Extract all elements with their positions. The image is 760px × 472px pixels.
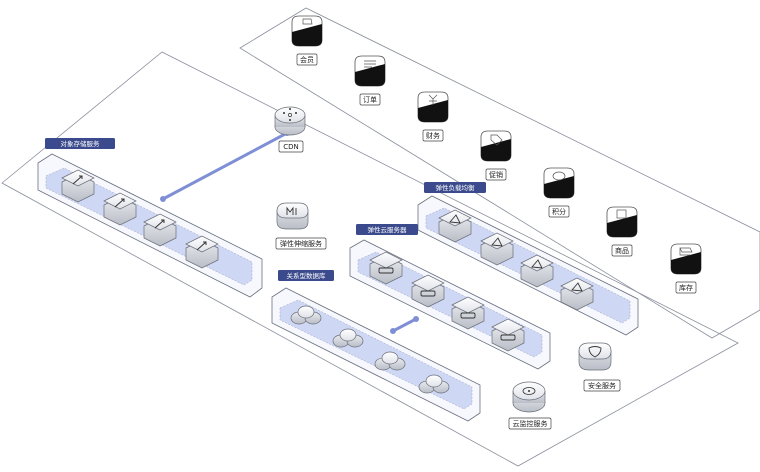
autoscaling-node: 弹性伸缩服务: [275, 202, 327, 250]
storage-node: [103, 192, 137, 226]
module-order: 订单: [354, 55, 386, 106]
product-icon: [616, 209, 627, 219]
module-points: 积分: [543, 167, 575, 218]
load-balancer-node: [560, 277, 594, 311]
load-balancer-node: [480, 232, 514, 266]
network-icon: [288, 113, 292, 117]
monitor-label: 云监控服务: [513, 419, 548, 428]
cdn-label: CDN: [283, 143, 299, 151]
finance-icon: [428, 94, 438, 105]
module-inventory: 库存: [670, 243, 702, 294]
cloud-server-group: 弹性云服务器: [349, 224, 551, 370]
cloud-server-node: [369, 251, 403, 285]
cloud-zone-frame: [1, 51, 739, 467]
svg-text:积分: 积分: [552, 207, 566, 216]
module-finance: 财务: [417, 91, 449, 142]
storage-node: [143, 213, 177, 247]
object-storage-label: 对象存储服务: [61, 139, 101, 148]
order-icon: [364, 60, 376, 68]
storage-cdn-link: [161, 131, 289, 201]
load-balancer-group: 弹性负载均衡: [417, 182, 639, 336]
load-balancer-node: [438, 209, 472, 243]
load-balancer-node: [520, 254, 554, 288]
svg-text:库存: 库存: [679, 283, 693, 292]
coin-icon: [552, 171, 566, 181]
svg-text:会员: 会员: [300, 55, 314, 64]
module-zone-frame: [239, 7, 760, 339]
cloud-server-label: 弹性云服务器: [368, 225, 408, 234]
autoscaling-label: 弹性伸缩服务: [280, 239, 322, 248]
security-node: 安全服务: [578, 342, 621, 392]
svg-text:订单: 订单: [363, 95, 377, 104]
security-label: 安全服务: [588, 381, 616, 390]
database-node: [290, 305, 322, 325]
database-group: 关系型数据库: [271, 270, 481, 422]
monitor-icon: [522, 387, 536, 395]
cloud-server-node: [491, 318, 525, 352]
database-label: 关系型数据库: [287, 271, 327, 280]
member-icon: [302, 18, 313, 25]
monitor-node: 云监控服务: [508, 381, 552, 430]
database-node: [418, 374, 450, 394]
cdn-node: CDN: [274, 106, 306, 153]
server-db-link: [391, 317, 418, 333]
cloud-server-node: [411, 274, 445, 308]
cloud-server-node: [451, 296, 485, 330]
svg-text:商品: 商品: [615, 246, 629, 255]
shield-icon: [588, 346, 602, 358]
database-node: [374, 351, 406, 371]
svg-text:促销: 促销: [489, 170, 503, 179]
load-balancer-label: 弹性负载均衡: [436, 183, 476, 192]
object-storage-group: 对象存储服务: [37, 138, 263, 298]
inventory-icon: [679, 247, 693, 256]
scaling-icon: [286, 206, 297, 215]
svg-text:财务: 财务: [426, 131, 440, 140]
module-promotion: 促销: [480, 130, 512, 181]
tag-icon: [490, 134, 503, 146]
module-member: 会员: [291, 15, 323, 66]
storage-node: [185, 235, 219, 269]
module-product: 商品: [606, 206, 638, 257]
database-node: [332, 328, 364, 348]
storage-node: [61, 169, 95, 203]
